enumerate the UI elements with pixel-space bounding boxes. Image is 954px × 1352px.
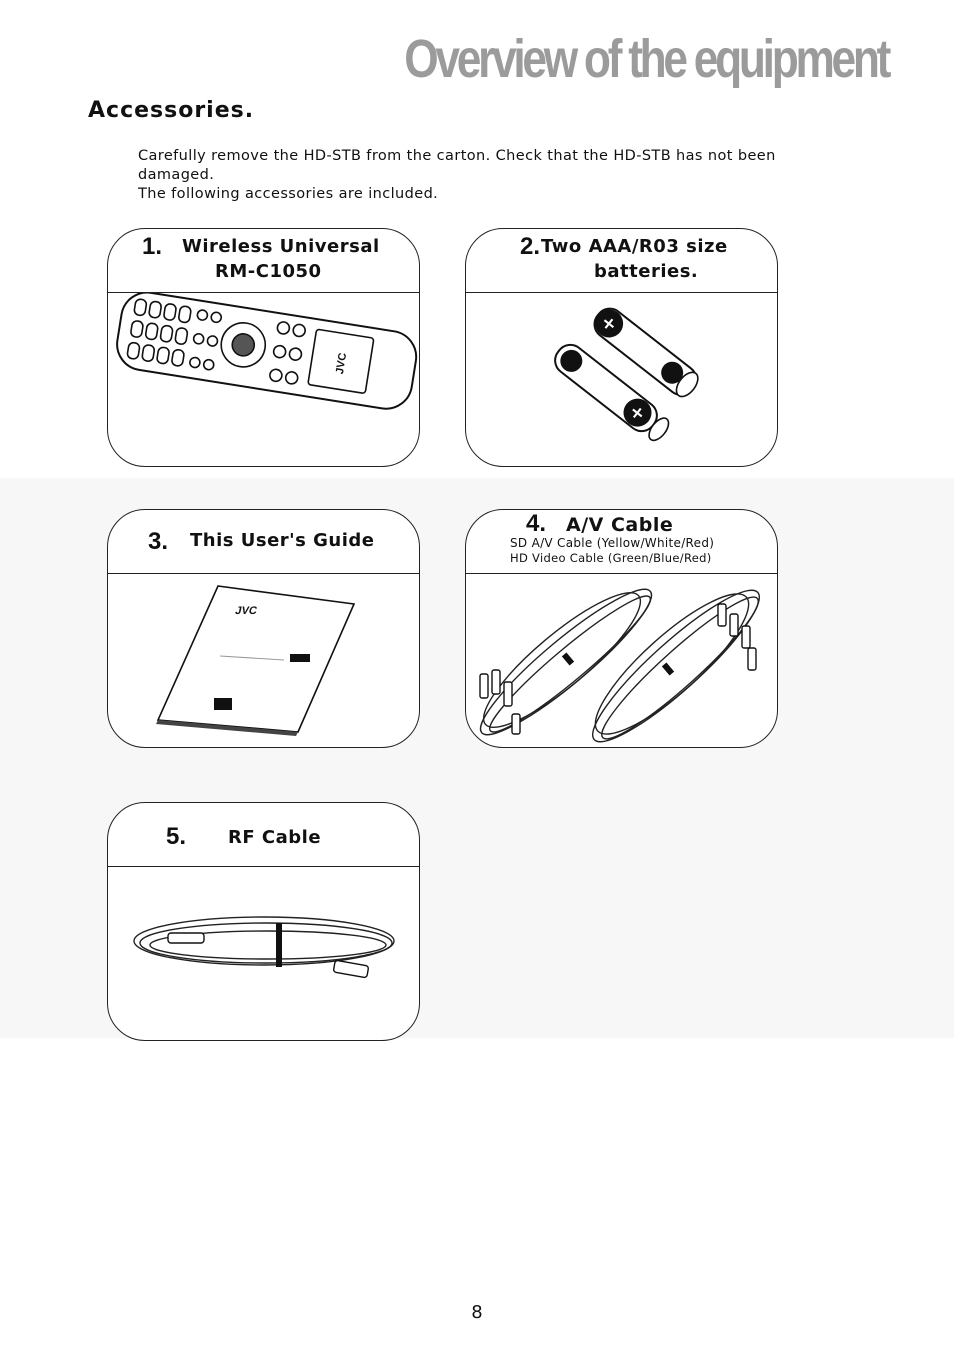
card-title-line2: batteries.	[594, 261, 699, 282]
card-title-line1: This User's Guide	[190, 530, 375, 551]
page-number: 8	[471, 1302, 483, 1323]
card-title-line1: A/V Cable	[566, 514, 674, 536]
batteries-illustration: + +	[466, 293, 777, 466]
card-number: 2.	[520, 233, 541, 260]
svg-text:JVC: JVC	[334, 352, 349, 375]
intro-text: Carefully remove the HD-STB from the car…	[138, 147, 838, 204]
av-cables-illustration	[466, 574, 777, 747]
accessory-card-remote: 1. Wireless Universal RM-C1050	[107, 228, 420, 467]
card-number: 4.	[526, 510, 547, 537]
card-number: 5.	[166, 823, 187, 850]
card-title-line1: Wireless Universal	[182, 236, 380, 257]
card-header: 5. RF Cable	[108, 803, 419, 867]
card-title-line1: Two AAA/R03 size	[541, 236, 728, 257]
accessory-card-av-cable: 4. A/V Cable SD A/V Cable (Yellow/White/…	[465, 509, 778, 748]
card-header: 4. A/V Cable SD A/V Cable (Yellow/White/…	[466, 510, 777, 574]
card-title-line1: RF Cable	[228, 827, 322, 848]
card-number: 3.	[148, 528, 169, 555]
accessory-card-rf-cable: 5. RF Cable	[107, 802, 420, 1041]
intro-paragraph-1: Carefully remove the HD-STB from the car…	[138, 148, 776, 183]
users-guide-illustration: JVC	[108, 574, 419, 747]
accessory-card-users-guide: 3. This User's Guide JVC	[107, 509, 420, 748]
card-subtitle-line2: HD Video Cable (Green/Blue/Red)	[510, 551, 712, 565]
rf-cable-illustration	[108, 867, 419, 1040]
card-header: 3. This User's Guide	[108, 510, 419, 574]
accessory-card-batteries: 2. Two AAA/R03 size batteries. + +	[465, 228, 778, 467]
card-subtitle-line1: SD A/V Cable (Yellow/White/Red)	[510, 536, 715, 550]
card-header: 1. Wireless Universal RM-C1050	[108, 229, 419, 293]
card-header: 2. Two AAA/R03 size batteries.	[466, 229, 777, 293]
page-title: Overview of the equipment	[404, 29, 891, 89]
card-title-line2: RM-C1050	[215, 261, 322, 282]
svg-text:JVC: JVC	[234, 605, 258, 617]
card-number: 1.	[142, 233, 163, 260]
remote-control-illustration: JVC	[108, 293, 419, 466]
section-heading: Accessories.	[88, 98, 255, 123]
intro-paragraph-2: The following accessories are included.	[138, 186, 439, 202]
